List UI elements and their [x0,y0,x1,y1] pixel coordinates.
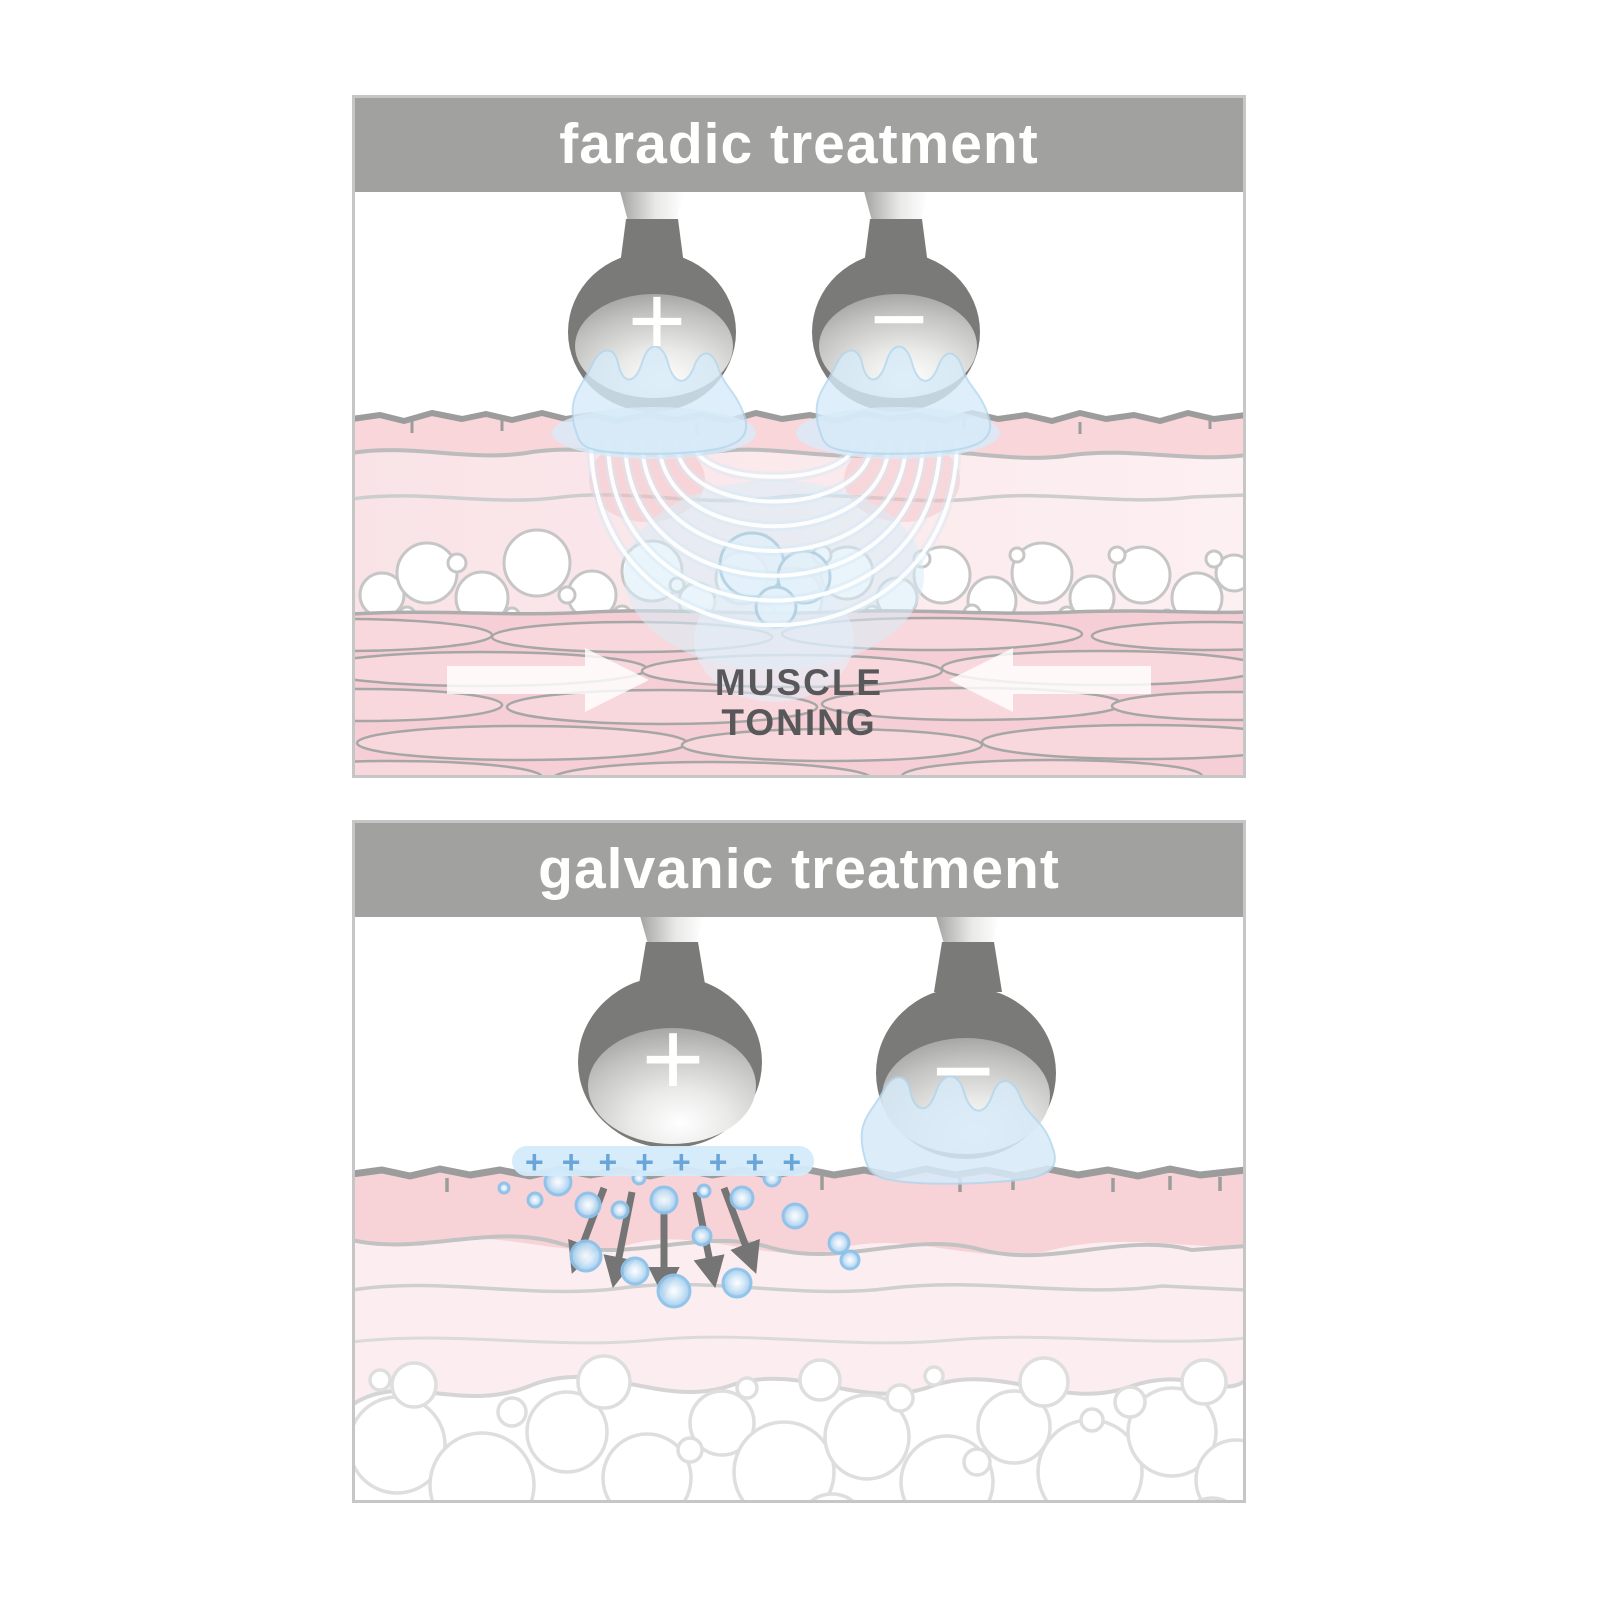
electrode-ball-shine [588,1028,756,1144]
electrode-neck [934,942,1002,992]
electrode-handle [936,916,1000,944]
panel-title: galvanic treatment [538,837,1060,901]
ion-bubbles [497,1167,861,1309]
subcutaneous-fat [355,1354,1243,1500]
skin-surface-line [355,410,1243,424]
plus-sign: + [628,265,686,377]
panel-galvanic: + + + + + + + + + − galvanic treatment [352,820,1246,1503]
muscle-toning-label: MUSCLE TONING [715,662,883,743]
gel-pad-charges: + + + + + + + + [525,1144,801,1180]
electrode-handle [620,191,684,221]
epidermis-dermis-boundary [355,447,1243,460]
muscle-toning-line1: MUSCLE [715,662,883,703]
panel-title: faradic treatment [559,112,1039,176]
minus-sign: − [931,1010,994,1131]
contraction-arrow-right [949,648,1151,712]
header-bar [355,98,1243,192]
panel-faradic: MUSCLE TONING + − faradic treatment [352,95,1246,778]
conductive-gel [860,1075,1056,1185]
electrode-positive [578,916,762,1148]
header-bar [355,823,1243,917]
gel-pad: + + + + + + + + [512,1144,814,1180]
epidermis-dermis-boundary [355,1234,1243,1258]
conductive-gel [552,345,756,459]
current-field-lines [586,439,962,702]
muscle-toning-line2: TONING [721,702,876,743]
electrode-handle [640,916,704,944]
dermis-line-2 [355,1335,1243,1345]
contraction-arrow-left [447,648,649,712]
minus-sign: − [870,263,928,375]
electrode-negative [860,916,1056,1185]
dermis-line-1 [355,1282,1243,1294]
plus-sign: + [641,998,704,1119]
